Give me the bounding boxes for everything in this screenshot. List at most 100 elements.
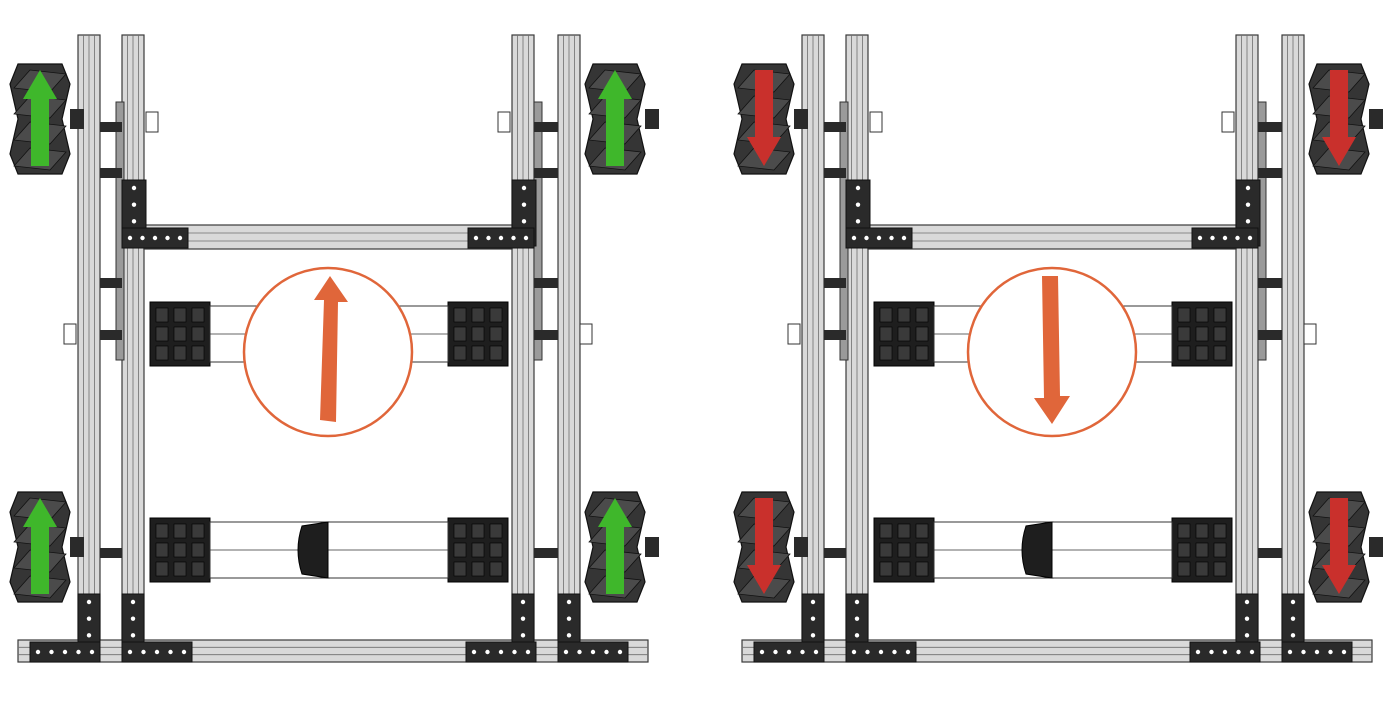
gearbox-cell (1177, 561, 1191, 577)
gearbox-cell (915, 523, 929, 539)
spacer (100, 330, 122, 340)
gearbox-cell (1213, 345, 1227, 361)
mecanum-wheel-icon (1308, 63, 1383, 175)
spacer (1258, 278, 1282, 288)
bracket-hole (131, 219, 137, 224)
gearbox-cell (1177, 542, 1191, 558)
spacer (824, 168, 846, 178)
bracket-hole (577, 649, 582, 655)
gearbox-cell (1195, 326, 1209, 342)
bracket-hole (130, 633, 136, 638)
bracket-hole (854, 599, 860, 605)
bracket-hole (154, 649, 160, 655)
bracket-hole (854, 616, 860, 621)
gearbox-cell (191, 326, 205, 342)
gearbox-cell (155, 523, 169, 539)
bracket-hole (810, 616, 816, 621)
bracket-hole (520, 616, 526, 621)
bracket-hole (520, 599, 526, 605)
gearbox-cell (173, 542, 187, 558)
bracket-hole (1244, 633, 1250, 638)
bracket-hole (1290, 616, 1296, 621)
arrow-up-icon (23, 498, 57, 594)
spacer (534, 122, 558, 132)
bracket-hole (1197, 235, 1203, 241)
gearbox-cell (489, 561, 503, 577)
bracket-hole (86, 616, 92, 621)
gearbox-cell (453, 561, 467, 577)
bracket-hole (773, 649, 778, 655)
mecanum-wheel-icon (9, 491, 84, 603)
mecanum-wheel-icon (733, 491, 808, 603)
bracket-hole (523, 235, 529, 241)
bracket-hole (86, 599, 92, 605)
gearbox-cell (1195, 345, 1209, 361)
arrow-up-icon (314, 276, 348, 422)
spacer (100, 122, 122, 132)
bracket-hole (76, 649, 81, 655)
bracket-hole (141, 649, 146, 655)
gearbox-cell (471, 542, 485, 558)
gearbox-cell (879, 523, 893, 539)
gearbox-cell (1213, 326, 1227, 342)
gearbox-cell (453, 307, 467, 323)
bracket-hole (498, 649, 504, 655)
gearbox-cell (191, 523, 205, 539)
bracket-hole (810, 633, 816, 638)
bracket-hole (471, 649, 477, 655)
bracket-hole (590, 649, 596, 655)
standoff (579, 323, 593, 345)
gearbox-cell (1177, 326, 1191, 342)
bracket-hole (130, 616, 136, 621)
frame-rail-horizontal (143, 224, 513, 250)
bracket-hole (1341, 649, 1347, 655)
bracket-hole (35, 649, 41, 655)
gearbox-cell (1177, 345, 1191, 361)
bracket-hole (62, 649, 68, 655)
bracket-hole (140, 235, 145, 241)
arrow-down-icon (1034, 276, 1070, 424)
spacer (534, 548, 558, 558)
bracket-hole (521, 202, 527, 207)
gearbox-cell (173, 523, 187, 539)
spacer (100, 278, 122, 288)
bracket-hole (511, 235, 516, 241)
gearbox-cell (191, 561, 205, 577)
gearbox-cell (471, 307, 485, 323)
gearbox-cell (453, 345, 467, 361)
bracket-hole (512, 649, 517, 655)
gearbox-cell (489, 542, 503, 558)
wheel-axle (794, 537, 808, 557)
motor-icon (1021, 517, 1233, 583)
bracket-hole (1290, 599, 1296, 605)
gearbox-cell (1177, 307, 1191, 323)
gearbox-cell (453, 523, 467, 539)
gearbox-cell (1177, 523, 1191, 539)
wheel-axle (645, 109, 659, 129)
spacer (100, 168, 122, 178)
gearbox-cell (915, 542, 929, 558)
bracket-hole (131, 185, 137, 191)
standoff (869, 111, 883, 133)
spacer (824, 122, 846, 132)
bracket-hole (1195, 649, 1201, 655)
spacer (1258, 122, 1282, 132)
bracket-hole (851, 235, 857, 241)
gearbox-cell (897, 307, 911, 323)
gearbox-cell (453, 542, 467, 558)
bracket-hole (473, 235, 479, 241)
gearbox-cell (489, 523, 503, 539)
spacer (534, 168, 558, 178)
bracket-hole (892, 649, 897, 655)
gearbox-cell (1195, 542, 1209, 558)
bracket-hole (855, 219, 861, 224)
mecanum-wheel-icon (1308, 491, 1383, 603)
gearbox-cell (173, 307, 187, 323)
gearbox-cell (915, 307, 929, 323)
gearbox-cell (1213, 523, 1227, 539)
bracket-hole (1245, 219, 1251, 224)
gearbox-cell (453, 326, 467, 342)
motor-end-cap (297, 521, 329, 579)
